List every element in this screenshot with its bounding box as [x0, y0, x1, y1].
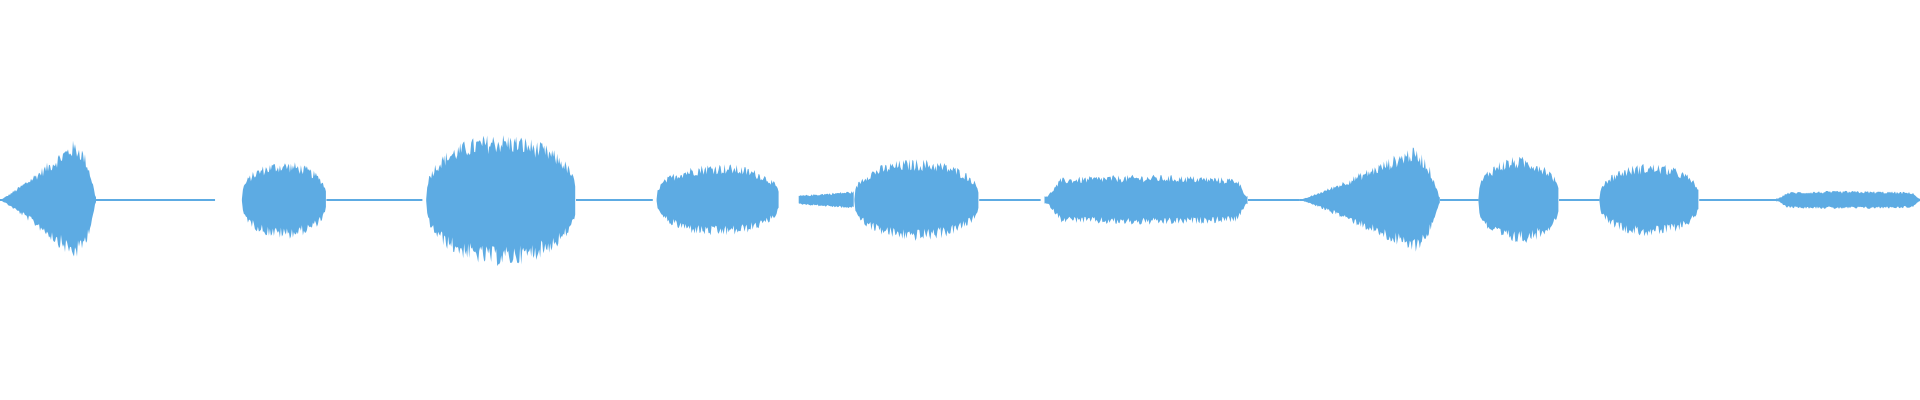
- waveform-silence: [1248, 199, 1300, 201]
- waveform-segment: [1299, 147, 1440, 252]
- waveform-segment: [1478, 156, 1559, 243]
- waveform-segment: [1599, 164, 1699, 237]
- waveform-burst: [656, 164, 779, 236]
- waveform-burst: [798, 191, 854, 209]
- waveform-segment: [1699, 199, 1776, 201]
- waveform-burst: [1044, 174, 1248, 225]
- waveform-segment: [1440, 199, 1479, 201]
- waveform-segment: [979, 199, 1041, 201]
- waveform-silence: [96, 199, 216, 201]
- waveform-burst: [1478, 156, 1559, 243]
- waveform-segment: [426, 135, 576, 267]
- waveform-segment: [1044, 174, 1248, 225]
- waveform-silence: [979, 199, 1041, 201]
- waveform-burst: [426, 135, 576, 267]
- waveform-burst: [1776, 190, 1920, 209]
- waveform-silence: [1559, 199, 1600, 201]
- waveform-segment: [854, 159, 979, 241]
- waveform-burst: [1599, 164, 1699, 237]
- waveform-burst: [0, 140, 96, 257]
- waveform-segment: [241, 162, 326, 239]
- waveform-silence: [326, 199, 423, 201]
- waveform-burst: [1299, 147, 1440, 252]
- waveform-segment: [798, 191, 854, 209]
- waveform-burst: [854, 159, 979, 241]
- waveform-burst: [241, 162, 326, 239]
- waveform-segment: [1248, 199, 1300, 201]
- waveform-segment: [0, 140, 96, 257]
- waveform-segment: [1776, 190, 1920, 209]
- waveform-segment: [326, 199, 423, 201]
- waveform-silence: [1699, 199, 1776, 201]
- waveform-silence: [576, 199, 653, 201]
- waveform-silence: [1440, 199, 1479, 201]
- waveform-segment: [96, 199, 216, 201]
- waveform-segment: [656, 164, 779, 236]
- waveform-segment: [1559, 199, 1600, 201]
- waveform-segment: [576, 199, 653, 201]
